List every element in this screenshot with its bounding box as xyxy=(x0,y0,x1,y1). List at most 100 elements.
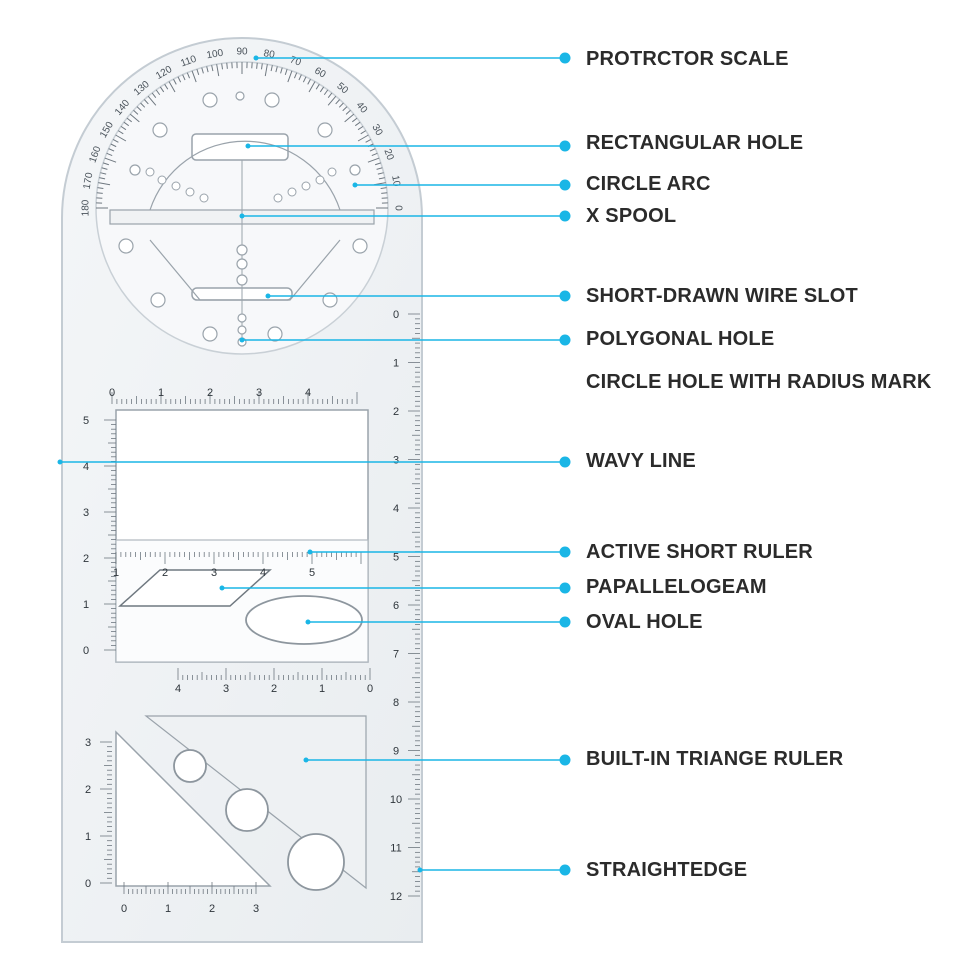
protractor-tick xyxy=(123,121,130,127)
protractor-tick xyxy=(264,64,268,77)
small-circle-hole xyxy=(235,91,245,101)
pin-hole xyxy=(327,167,337,177)
protractor-tick xyxy=(151,92,157,98)
protractor-scale-label: PROTRCTOR SCALE xyxy=(586,48,789,70)
scale-label: 0 xyxy=(121,903,127,915)
protractor-ticks xyxy=(96,62,388,209)
pin-hole xyxy=(273,193,283,203)
scale-label: 0 xyxy=(109,387,115,399)
scale-label: 4 xyxy=(260,567,266,579)
scale-label: 3 xyxy=(393,455,399,467)
protractor-tick xyxy=(345,109,351,115)
protractor-tick xyxy=(143,99,149,105)
protractor-tick xyxy=(117,130,124,135)
scale-label: 5 xyxy=(309,567,315,579)
x-spool-end-dot xyxy=(559,210,571,222)
scale-label: 2 xyxy=(85,784,91,796)
protractor-scale-anchor-dot xyxy=(253,55,259,61)
protractor-tick xyxy=(133,109,139,115)
protractor-tick xyxy=(155,89,161,96)
protractor-tick xyxy=(357,134,369,142)
protractor-tick xyxy=(352,117,358,123)
protractor-tick xyxy=(315,83,320,90)
scale-label: 3 xyxy=(223,683,229,695)
protractor-tick xyxy=(173,78,177,85)
built-in-triange-ruler-label: BUILT-IN TRIANGE RULER xyxy=(586,748,844,770)
protractor-tick xyxy=(216,64,220,77)
protractor-tick xyxy=(293,72,298,79)
x-spool-anchor-dot xyxy=(239,213,245,219)
protractor-tick xyxy=(342,106,348,112)
scale-label: 2 xyxy=(271,683,277,695)
short-drawn-wire-slot-label: SHORT-DRAWN WIRE SLOT xyxy=(586,285,858,307)
small-circle-hole xyxy=(352,238,368,254)
parallelogram-shape xyxy=(118,569,272,607)
protractor-tick xyxy=(159,86,165,93)
oval-hole-anchor-dot xyxy=(305,619,311,625)
small-circle-hole xyxy=(118,238,134,254)
protractor-tick xyxy=(112,139,119,143)
scale-label: 1 xyxy=(113,567,119,579)
scale-label: 7 xyxy=(393,649,399,661)
protractor-tick xyxy=(308,81,316,93)
protractor-tick xyxy=(97,187,104,190)
papallelogeam-anchor-dot xyxy=(219,585,225,591)
protractor-tick xyxy=(104,157,117,163)
protractor-tick xyxy=(221,63,224,70)
rectangular-hole-label: RECTANGULAR HOLE xyxy=(586,132,804,154)
protractor-tick xyxy=(369,148,376,152)
small-circle-hole xyxy=(237,325,247,335)
protractor-tick xyxy=(338,102,344,108)
pin-hole xyxy=(315,175,325,185)
polygon-line xyxy=(149,239,341,301)
small-circle-hole xyxy=(349,164,361,176)
scale-label: 4 xyxy=(83,461,89,473)
circle-hole-with-radius-mark-label: CIRCLE HOLE WITH RADIUS MARK xyxy=(586,371,932,393)
wavy-line-label: WAVY LINE xyxy=(586,450,696,472)
protractor-tick xyxy=(319,86,325,93)
protractor-label: 160 xyxy=(88,145,104,165)
scale-label: 12 xyxy=(390,891,402,903)
scale-label: 2 xyxy=(209,903,215,915)
straightedge-label: STRAIGHTEDGE xyxy=(586,859,748,881)
protractor-tick xyxy=(201,67,204,74)
active-short-ruler-end-dot xyxy=(559,546,571,558)
protractor-tick xyxy=(164,83,169,90)
protractor-tick xyxy=(102,162,110,166)
protractor-tick xyxy=(106,152,113,157)
pin-hole xyxy=(301,181,311,191)
scale-label: 0 xyxy=(85,878,91,890)
protractor-tick xyxy=(182,74,186,81)
protractor-tick xyxy=(129,113,140,123)
scale-label: 4 xyxy=(393,503,399,515)
built-in-triange-ruler-end-dot xyxy=(559,754,571,766)
protractor-tick xyxy=(380,187,387,190)
small-circle-hole xyxy=(202,92,218,108)
protractor-tick xyxy=(191,70,197,83)
pin-hole xyxy=(171,181,181,191)
protractor-label: 90 xyxy=(236,47,248,58)
polygonal-hole-anchor-dot xyxy=(239,337,245,343)
scale-label: 6 xyxy=(393,600,399,612)
circle-arc-anchor-dot xyxy=(352,182,358,188)
small-circle-hole xyxy=(152,122,168,138)
polygonal-hole-end-dot xyxy=(559,334,571,346)
scale-label: 1 xyxy=(83,599,89,611)
scale-label: 3 xyxy=(83,507,89,519)
protractor-tick xyxy=(270,65,273,72)
protractor-tick xyxy=(120,125,127,131)
protractor-tick xyxy=(98,182,111,186)
pin-hole xyxy=(185,187,195,197)
triangle-circle-small xyxy=(173,749,207,783)
protractor-tick xyxy=(256,62,258,69)
pin-hole xyxy=(287,187,297,197)
wavy-line-end-dot xyxy=(559,456,571,468)
small-circle-hole xyxy=(317,122,333,138)
protractor-tick xyxy=(377,172,384,175)
scale-label: 0 xyxy=(393,309,399,321)
protractor-tick xyxy=(378,177,385,180)
triangle-circle-large xyxy=(287,833,345,891)
protractor-tick xyxy=(357,125,364,131)
pin-hole xyxy=(145,167,155,177)
straightedge-anchor-dot xyxy=(417,867,423,873)
